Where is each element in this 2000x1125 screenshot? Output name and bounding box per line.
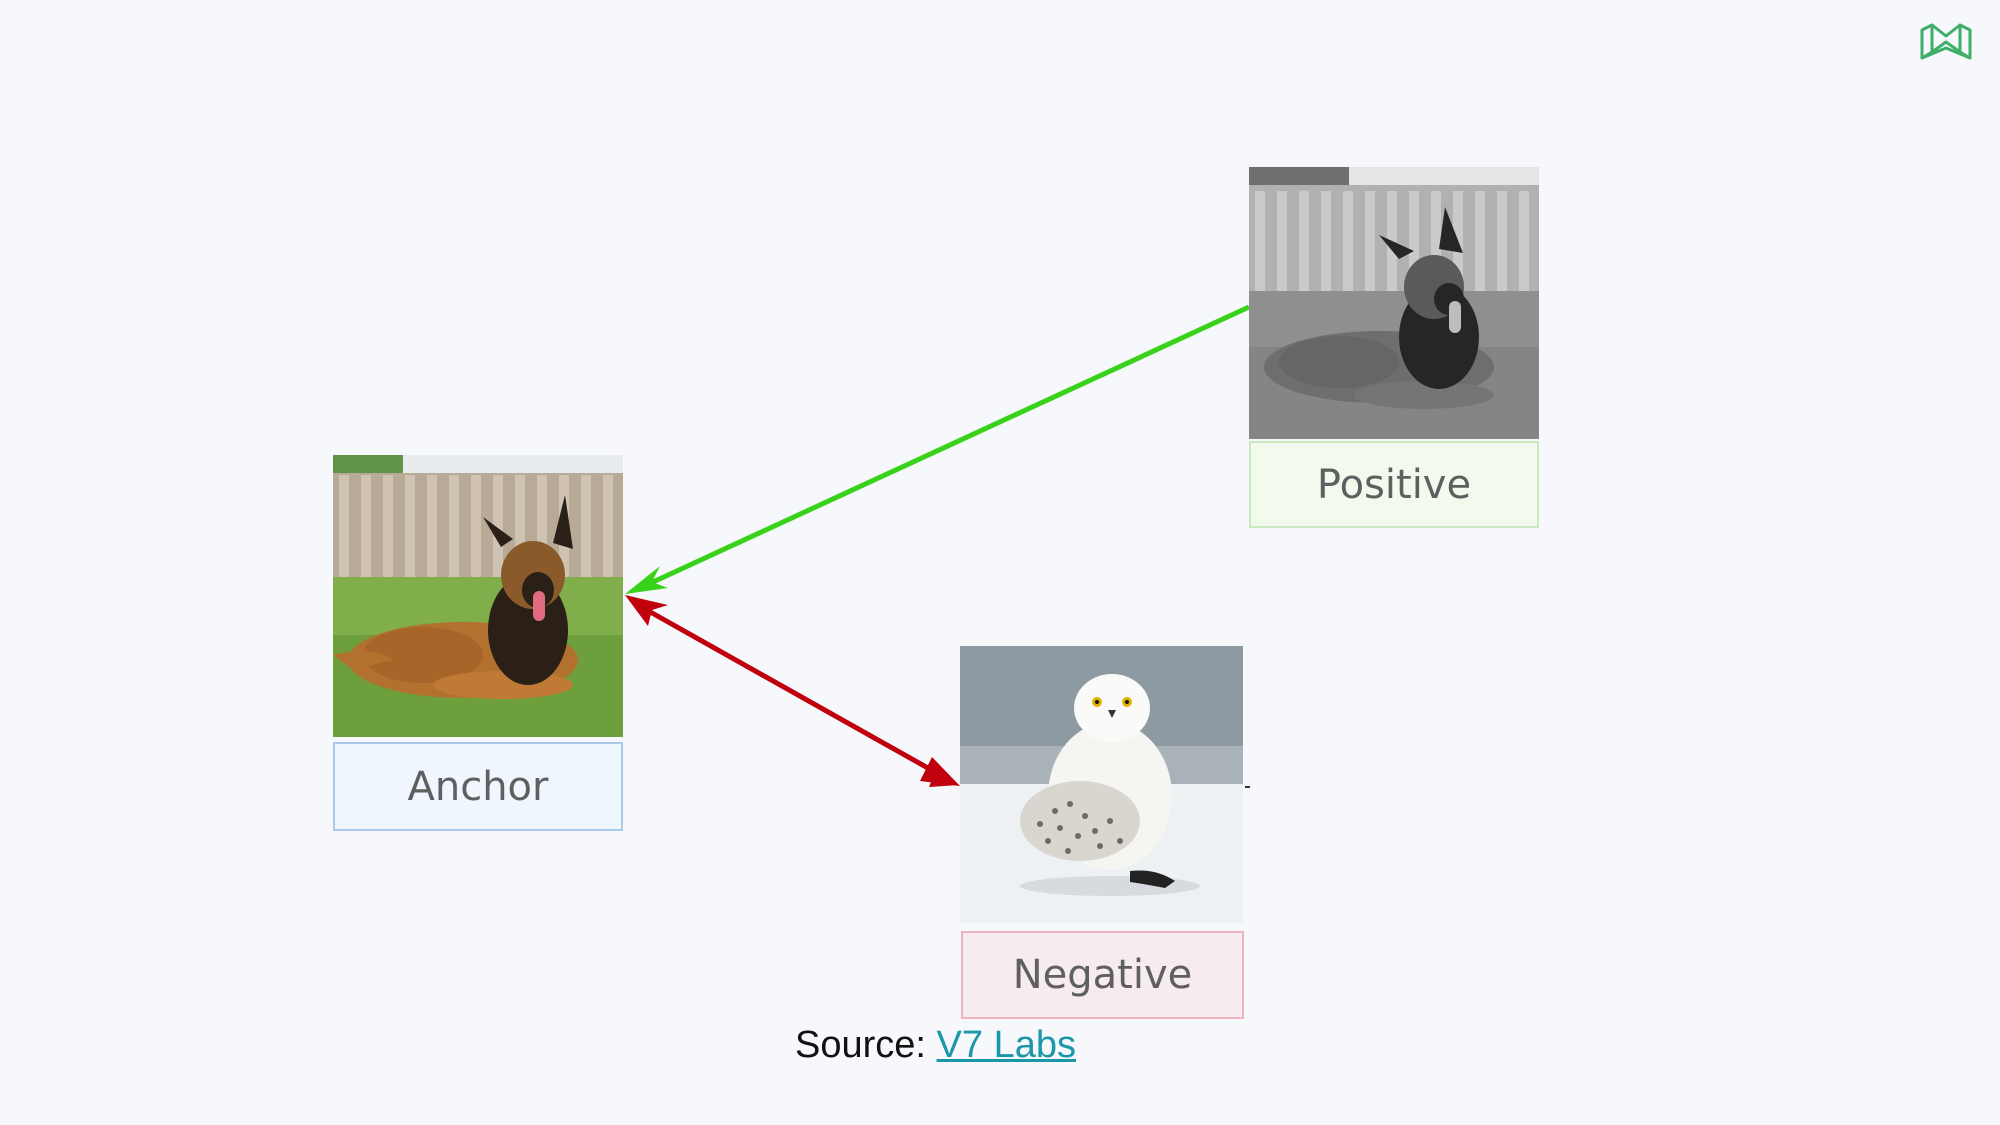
negative-label: Negative bbox=[961, 931, 1244, 1019]
positive-image bbox=[1249, 167, 1539, 439]
anchor-end-arrowhead bbox=[625, 595, 668, 626]
negative-image bbox=[960, 646, 1243, 923]
source-caption: Source: V7 Labs bbox=[795, 1024, 1076, 1067]
anchor-negative-arrow bbox=[643, 606, 937, 775]
stray-tick-mark bbox=[1245, 786, 1250, 788]
german-shepherd-grayscale-icon bbox=[1249, 167, 1539, 439]
source-prefix: Source: bbox=[795, 1024, 937, 1066]
german-shepherd-color-icon bbox=[333, 455, 623, 737]
negative-arrowhead-fill bbox=[920, 757, 960, 786]
brand-logo-icon bbox=[1920, 23, 1972, 60]
positive-label: Positive bbox=[1249, 441, 1539, 528]
positive-to-anchor-arrow bbox=[638, 304, 1251, 591]
anchor-label: Anchor bbox=[333, 742, 623, 831]
positive-arrowhead bbox=[625, 566, 668, 594]
anchor-image bbox=[333, 455, 623, 737]
snowy-owl-icon bbox=[960, 646, 1243, 923]
source-link[interactable]: V7 Labs bbox=[936, 1024, 1076, 1066]
